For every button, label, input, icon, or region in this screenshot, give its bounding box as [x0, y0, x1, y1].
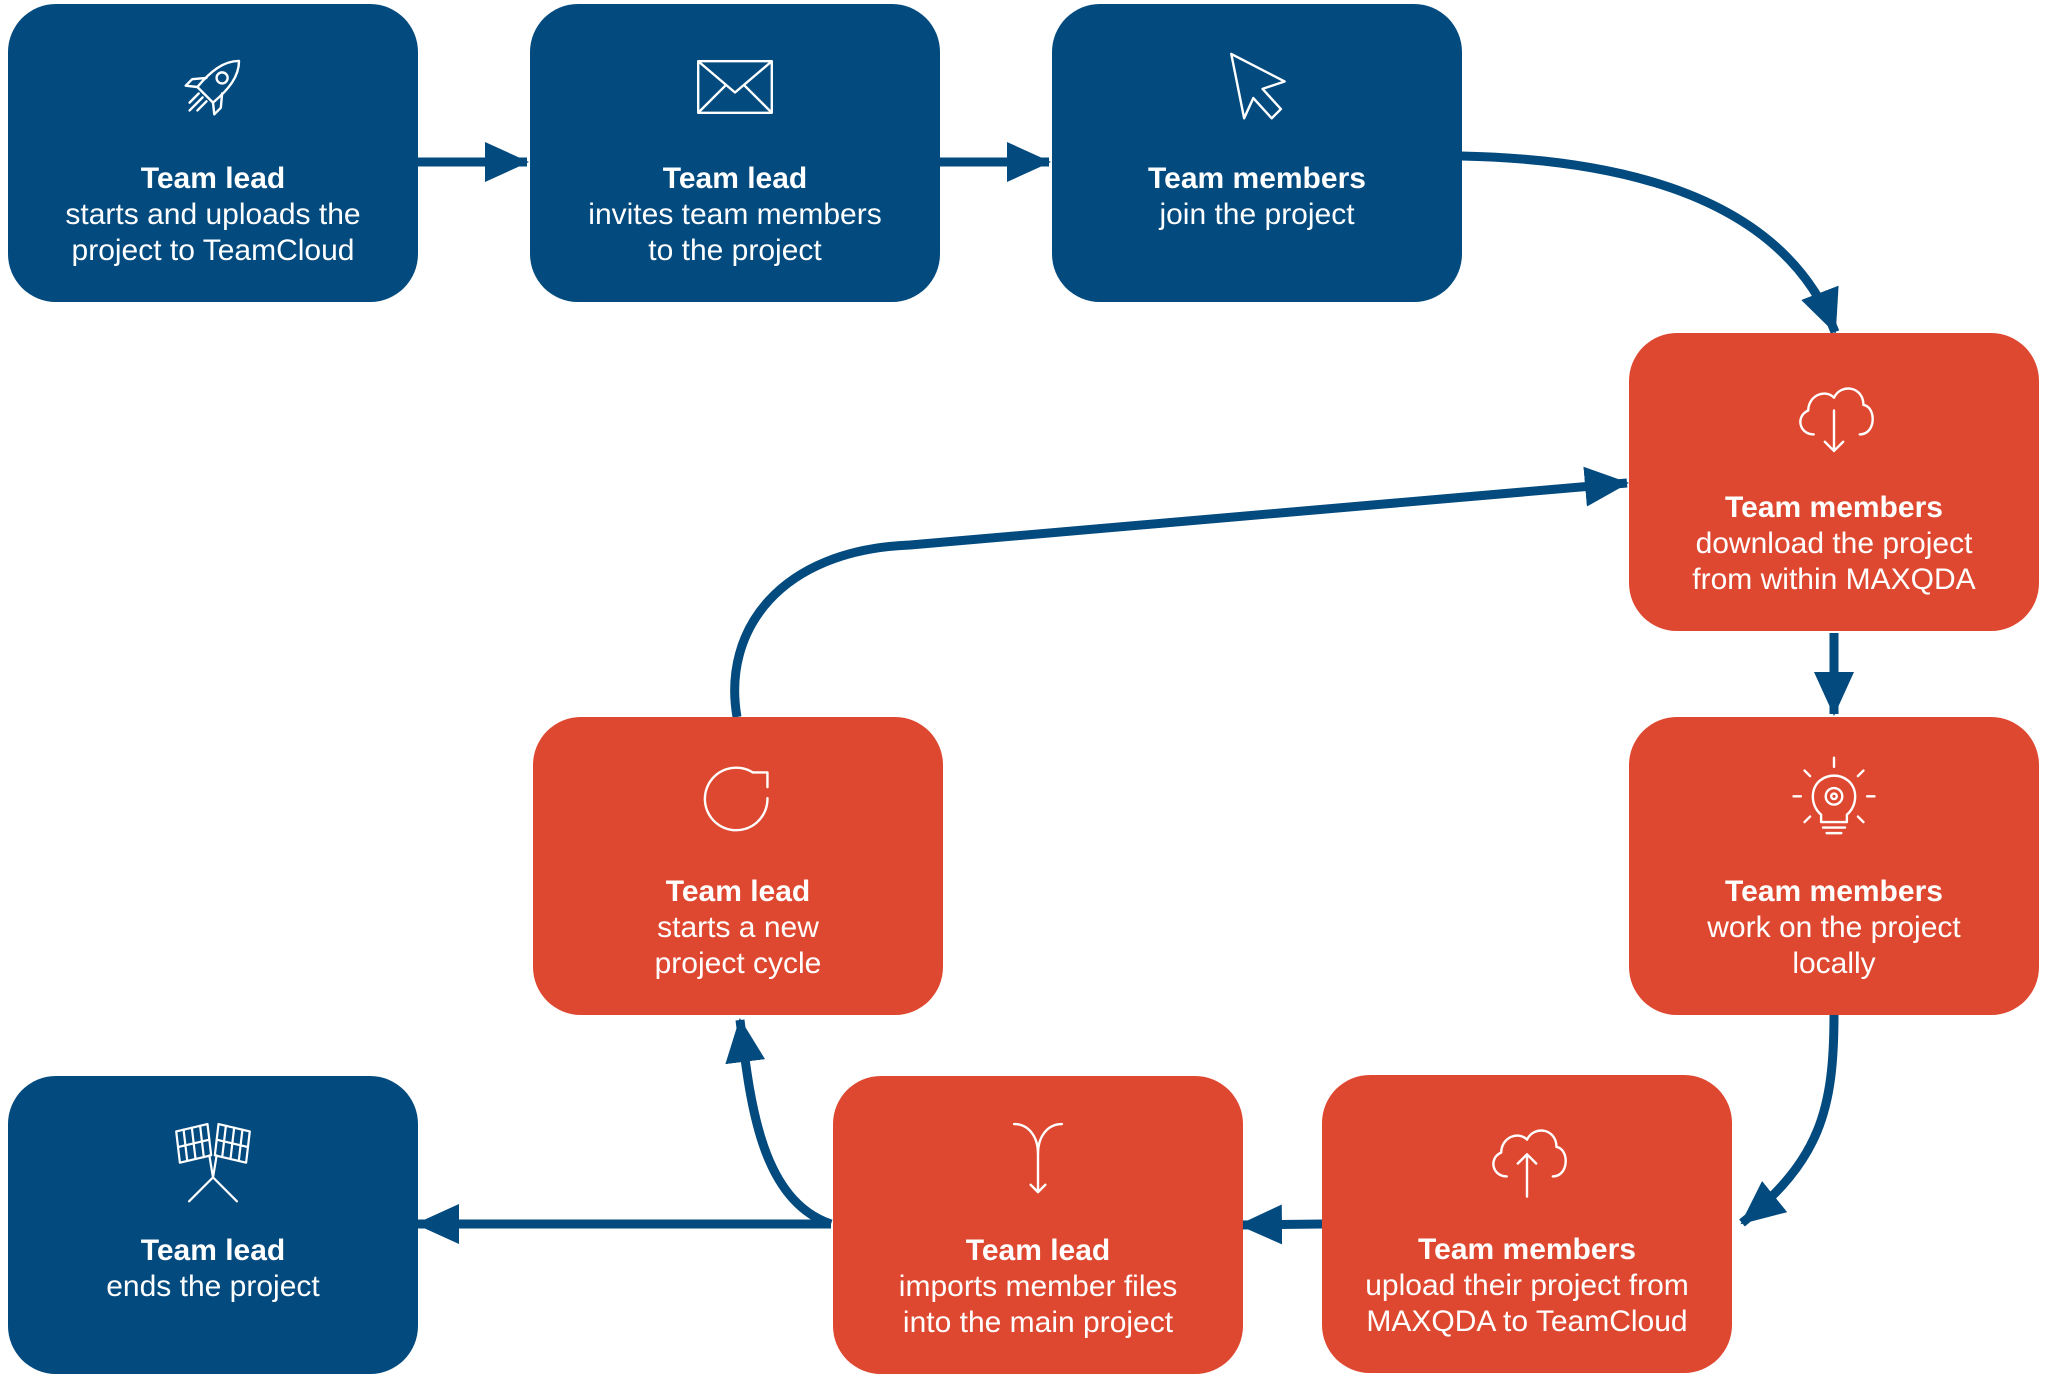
step-role: Team members	[1725, 875, 1943, 908]
step-description: upload their project from MAXQDA to Team…	[1365, 1269, 1689, 1338]
step-description: download the project from within MAXQDA	[1692, 527, 1976, 596]
step-work-locally: Team members work on the project locally	[1629, 717, 2039, 1015]
step-role: Team members	[1148, 162, 1366, 195]
checkered-flags-icon	[8, 1114, 418, 1204]
envelope-icon	[530, 42, 940, 132]
step-role: Team members	[1418, 1233, 1636, 1266]
step-role: Team lead	[665, 875, 811, 908]
merge-arrow-icon	[833, 1114, 1243, 1204]
step-description: invites team members to the project	[588, 198, 882, 267]
step-role: Team lead	[140, 162, 286, 195]
step-start-upload: Team lead starts and uploads the project…	[8, 4, 418, 302]
refresh-icon	[533, 755, 943, 845]
step-invite-members: Team lead invites team members to the pr…	[530, 4, 940, 302]
step-description: starts and uploads the project to TeamCl…	[65, 198, 361, 267]
arrow-join-to-download	[1460, 151, 1840, 334]
rocket-icon	[8, 42, 418, 132]
arrow-work-to-upload	[1739, 1013, 1839, 1227]
step-end-project: Team lead ends the project	[8, 1076, 418, 1374]
step-role: Team lead	[965, 1234, 1111, 1267]
step-description: starts a new project cycle	[654, 911, 822, 980]
step-role: Team lead	[662, 162, 808, 195]
arrow-import-to-cycle	[725, 1018, 833, 1229]
step-new-cycle: Team lead starts a new project cycle	[533, 717, 943, 1015]
cursor-icon	[1052, 42, 1462, 132]
step-upload-project: Team members upload their project from M…	[1322, 1075, 1732, 1373]
step-import-files: Team lead imports member files into the …	[833, 1076, 1243, 1374]
step-join-project: Team members join the project	[1052, 4, 1462, 302]
step-description: join the project	[1159, 198, 1355, 231]
cloud-upload-icon	[1322, 1113, 1732, 1203]
cloud-download-icon	[1629, 371, 2039, 461]
arrow-cycle-to-download	[730, 466, 1629, 718]
step-role: Team members	[1725, 491, 1943, 524]
step-description: ends the project	[106, 1270, 320, 1303]
step-download-project: Team members download the project from w…	[1629, 333, 2039, 631]
step-description: work on the project locally	[1707, 911, 1961, 980]
arrow-upload-to-import	[1238, 1204, 1323, 1245]
step-description: imports member files into the main proje…	[898, 1270, 1178, 1339]
lightbulb-gear-icon	[1629, 755, 2039, 845]
step-role: Team lead	[140, 1234, 286, 1267]
